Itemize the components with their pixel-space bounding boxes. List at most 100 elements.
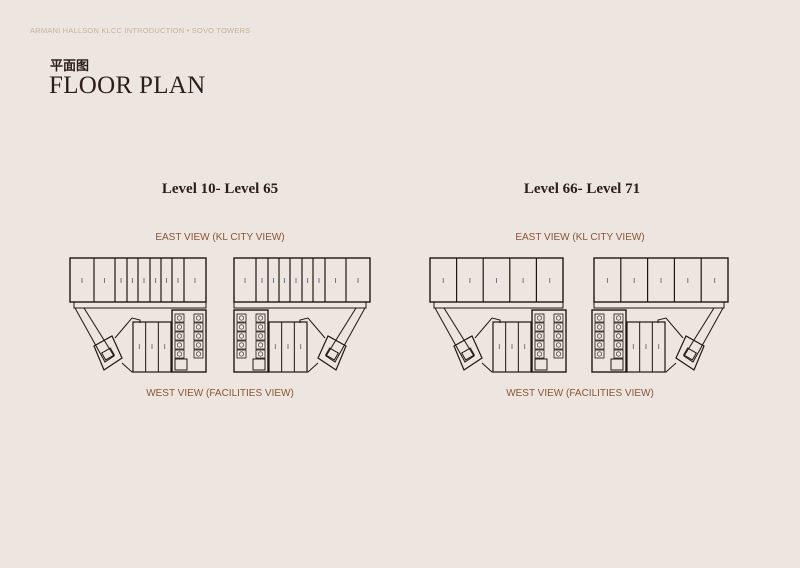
plan-2-level-title: Level 66- Level 71: [523, 181, 641, 197]
plan-2-left-wing: [429, 257, 567, 373]
duct-symbol: [596, 351, 602, 357]
duct-symbol: [537, 315, 543, 321]
duct-symbol: [196, 315, 202, 321]
duct-box: [534, 313, 545, 323]
duct-symbol: [177, 351, 183, 357]
duct-box: [236, 340, 247, 350]
stair: [252, 358, 266, 371]
duct-symbol: [257, 315, 263, 321]
plan-2-right-wing: [591, 257, 729, 373]
duct-box: [193, 349, 204, 359]
plan-1-east-view-label: EAST VIEW (KL CITY VIEW): [155, 232, 285, 243]
bottom-unit-block: [268, 321, 308, 373]
duct-box: [193, 340, 204, 350]
diagonal-shaft: [74, 307, 115, 363]
duct-symbol: [615, 342, 621, 348]
lift-lobby: [675, 335, 705, 371]
duct-symbol: [196, 333, 202, 339]
duct-symbol: [537, 342, 543, 348]
duct-box: [534, 340, 545, 350]
duct-box: [594, 340, 605, 350]
plan-2-west-view-label: WEST VIEW (FACILITIES VIEW): [506, 388, 654, 399]
duct-box: [255, 340, 266, 350]
duct-symbol: [556, 342, 562, 348]
duct-symbol: [177, 315, 183, 321]
duct-box: [255, 349, 266, 359]
connector-wall: [657, 317, 684, 339]
duct-box: [553, 322, 564, 332]
duct-symbol: [196, 324, 202, 330]
duct-symbol: [596, 324, 602, 330]
duct-symbol: [238, 333, 244, 339]
top-unit-block: [429, 257, 564, 303]
lift-lobby: [93, 335, 123, 371]
duct-symbol: [537, 351, 543, 357]
duct-symbol: [238, 324, 244, 330]
duct-box: [534, 322, 545, 332]
duct-box: [613, 322, 624, 332]
stair: [534, 358, 548, 371]
duct-symbol: [238, 351, 244, 357]
duct-symbol: [257, 342, 263, 348]
duct-symbol: [238, 315, 244, 321]
duct-box: [594, 331, 605, 341]
duct-symbol: [177, 324, 183, 330]
service-core: [531, 309, 567, 373]
duct-symbol: [556, 324, 562, 330]
duct-box: [174, 349, 185, 359]
duct-box: [236, 313, 247, 323]
plan-1-left-wing: [69, 257, 207, 373]
duct-box: [174, 331, 185, 341]
plan-2-east-view-label: EAST VIEW (KL CITY VIEW): [515, 232, 645, 243]
connector-wall: [474, 317, 501, 339]
page-title-chinese: 平面图: [50, 59, 90, 74]
duct-box: [553, 340, 564, 350]
plan-1-right-wing: [233, 257, 371, 373]
corridor: [593, 302, 725, 309]
duct-symbol: [196, 351, 202, 357]
duct-symbol: [615, 351, 621, 357]
duct-box: [553, 331, 564, 341]
diagonal-shaft: [434, 307, 475, 363]
connector-wall: [299, 317, 326, 339]
plan-1-level-title: Level 10- Level 65: [161, 181, 279, 197]
duct-box: [236, 331, 247, 341]
duct-box: [255, 331, 266, 341]
duct-box: [174, 313, 185, 323]
corridor: [73, 302, 207, 309]
duct-box: [553, 313, 564, 323]
lift-car: [460, 347, 476, 361]
service-core: [591, 309, 627, 373]
connector-wall: [114, 317, 141, 339]
duct-box: [255, 322, 266, 332]
lift-car: [324, 347, 340, 361]
bottom-unit-block: [492, 321, 532, 373]
service-core: [233, 309, 269, 373]
duct-box: [594, 313, 605, 323]
bottom-unit-block: [626, 321, 666, 373]
diagonal-shaft: [325, 307, 366, 363]
duct-symbol: [177, 333, 183, 339]
duct-box: [236, 322, 247, 332]
lift-car: [682, 347, 698, 361]
duct-box: [174, 340, 185, 350]
duct-symbol: [257, 333, 263, 339]
duct-box: [193, 322, 204, 332]
duct-symbol: [177, 342, 183, 348]
stair: [610, 358, 624, 371]
duct-symbol: [537, 324, 543, 330]
diagonal-shaft: [683, 307, 724, 363]
duct-box: [236, 349, 247, 359]
duct-box: [193, 313, 204, 323]
duct-box: [174, 322, 185, 332]
duct-symbol: [596, 342, 602, 348]
duct-symbol: [257, 351, 263, 357]
breadcrumb: ARMANI HALLSON KLCC INTRODUCTION • SOVO …: [30, 26, 251, 35]
duct-box: [534, 331, 545, 341]
duct-box: [553, 349, 564, 359]
duct-symbol: [556, 351, 562, 357]
stair: [174, 358, 188, 371]
duct-symbol: [615, 315, 621, 321]
duct-symbol: [537, 333, 543, 339]
